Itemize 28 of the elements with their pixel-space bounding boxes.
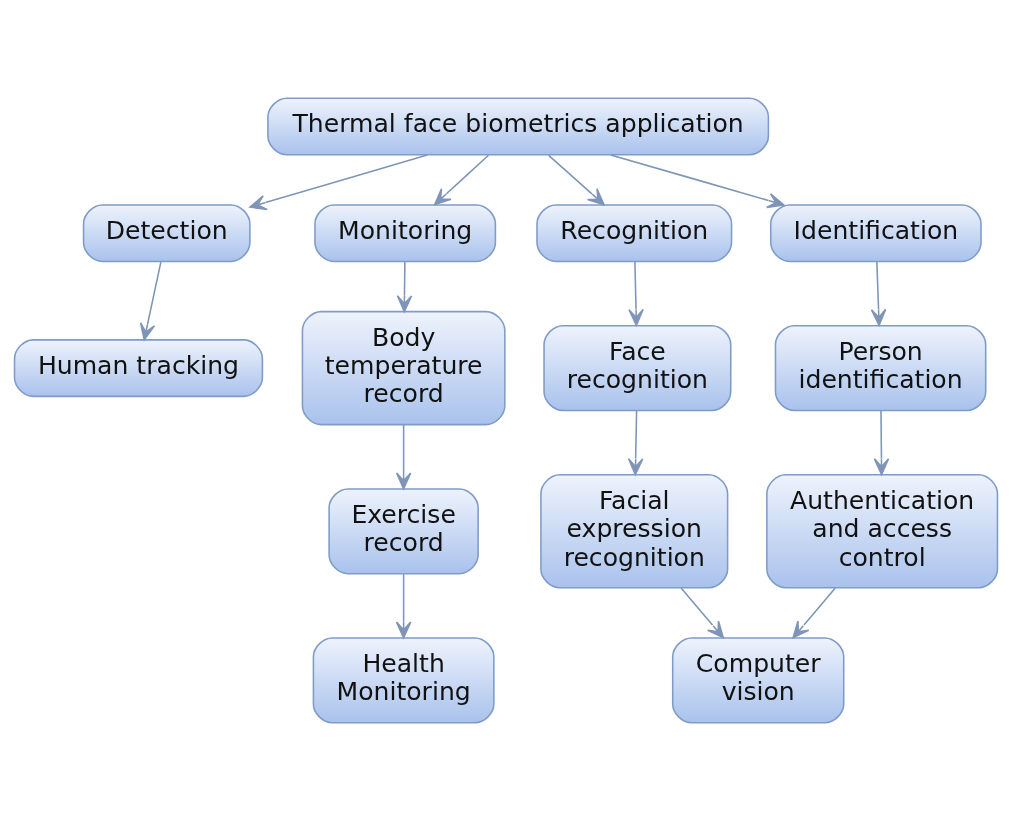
node-box: Facial expression recognition: [540, 473, 729, 589]
arrow: [792, 586, 837, 638]
arrow: [395, 423, 412, 489]
arrow: [680, 586, 725, 638]
arrow: [628, 260, 644, 326]
arrow: [609, 153, 785, 208]
node-box: Face recognition: [543, 324, 732, 411]
node-box: Human tracking: [13, 338, 264, 397]
node-box: Recognition: [536, 203, 733, 262]
arrow: [139, 260, 162, 341]
node-box: Authentication and access control: [766, 473, 999, 589]
arrow: [873, 409, 890, 475]
node-box: Health Monitoring: [312, 636, 495, 723]
arrow: [433, 154, 490, 205]
arrow: [627, 409, 644, 475]
arrow: [249, 153, 428, 210]
node-box: Computer vision: [671, 636, 845, 723]
node-box: Detection: [82, 203, 251, 262]
node-box: Identification: [769, 203, 982, 262]
arrow: [396, 260, 413, 312]
node-box: Monitoring: [314, 203, 497, 262]
arrow: [547, 154, 605, 205]
node-box: Body temperature record: [301, 310, 506, 425]
node-box: Exercise record: [328, 487, 479, 574]
arrow: [870, 260, 887, 326]
node-box: Person identification: [774, 324, 987, 411]
node-box: Thermal face biometrics application: [267, 97, 770, 156]
arrow: [395, 573, 412, 639]
